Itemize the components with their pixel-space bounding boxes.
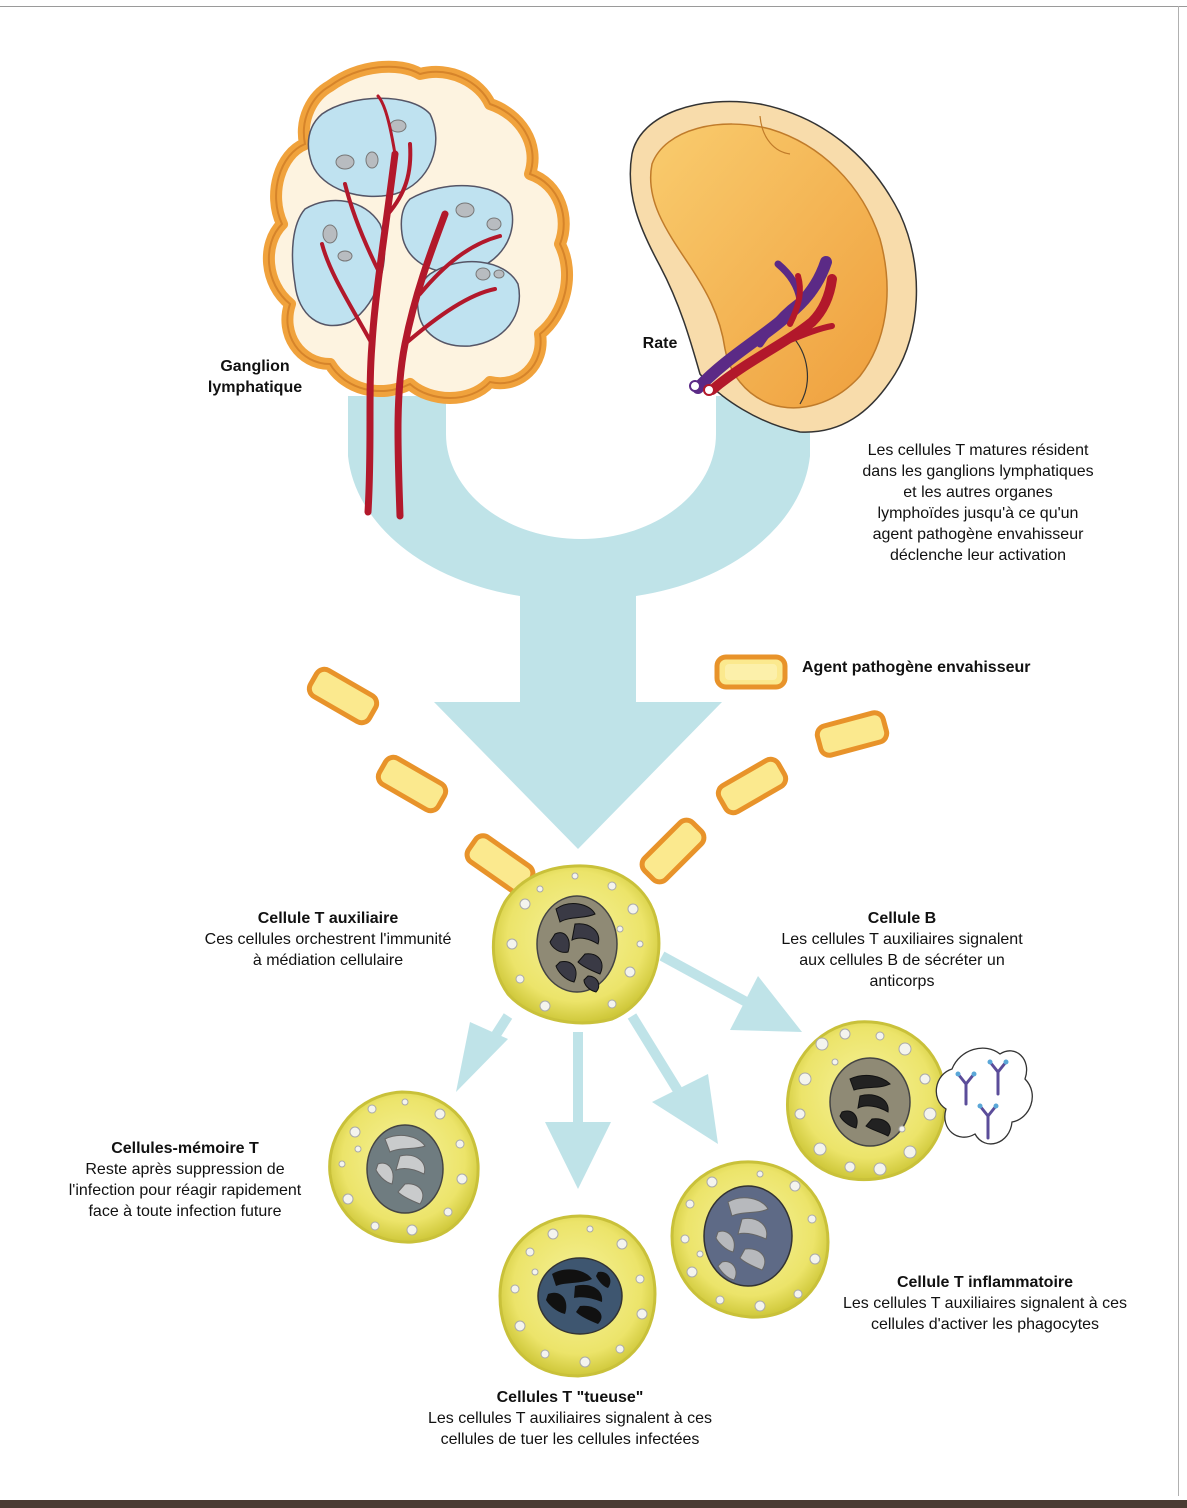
killer-t-title: Cellules T "tueuse" (380, 1387, 760, 1408)
b-cell (787, 1022, 945, 1180)
inflammatory-t-title: Cellule T inflammatoire (790, 1272, 1180, 1293)
helper-t-text: Ces cellules orchestrent l'immunité à mé… (168, 929, 488, 971)
mature-cells-text: Les cellules T matures résident dans les… (822, 440, 1134, 566)
memory-t-title: Cellules-mémoire T (30, 1138, 340, 1159)
pathogen-title: Agent pathogène envahisseur (802, 657, 1102, 678)
pathogen (815, 711, 888, 758)
pathogen-legend-icon (717, 657, 785, 687)
killer-t-label: Cellules T "tueuse" Les cellules T auxil… (380, 1387, 760, 1450)
pathogen (375, 754, 449, 814)
lymph-node-label: Ganglion lymphatique (180, 356, 330, 398)
mature-cells-note: Les cellules T matures résident dans les… (822, 440, 1134, 566)
arrow-to-killer (545, 1032, 611, 1189)
pathogen (638, 816, 707, 885)
lymph-node-title: Ganglion lymphatique (180, 356, 330, 398)
spleen-label: Rate (620, 333, 700, 354)
killer-t-cell (500, 1216, 655, 1376)
b-cell-title: Cellule B (742, 908, 1062, 929)
helper-t-label: Cellule T auxiliaire Ces cellules orches… (168, 908, 488, 971)
inflammatory-t-label: Cellule T inflammatoire Les cellules T a… (790, 1272, 1180, 1335)
b-cell-text: Les cellules T auxiliaires signalent aux… (742, 929, 1062, 992)
inflammatory-t-text: Les cellules T auxiliaires signalent à c… (790, 1293, 1180, 1335)
pathogen (715, 756, 789, 816)
memory-t-cell (330, 1092, 478, 1242)
antibody-cloud (936, 1048, 1032, 1144)
arrow-to-memory (456, 1016, 508, 1092)
helper-t-cell (493, 866, 659, 1023)
b-cell-label: Cellule B Les cellules T auxiliaires sig… (742, 908, 1062, 992)
arrow-to-inflammatory (632, 1016, 718, 1144)
pathogen (306, 666, 380, 726)
memory-t-label: Cellules-mémoire T Reste après suppressi… (30, 1138, 340, 1222)
spleen (630, 101, 916, 432)
helper-t-title: Cellule T auxiliaire (168, 908, 488, 929)
bottom-border (0, 1500, 1187, 1508)
pathogen-label: Agent pathogène envahisseur (802, 657, 1102, 678)
memory-t-text: Reste après suppression de l'infection p… (30, 1159, 340, 1222)
killer-t-text: Les cellules T auxiliaires signalent à c… (380, 1408, 760, 1450)
spleen-title: Rate (620, 333, 700, 354)
